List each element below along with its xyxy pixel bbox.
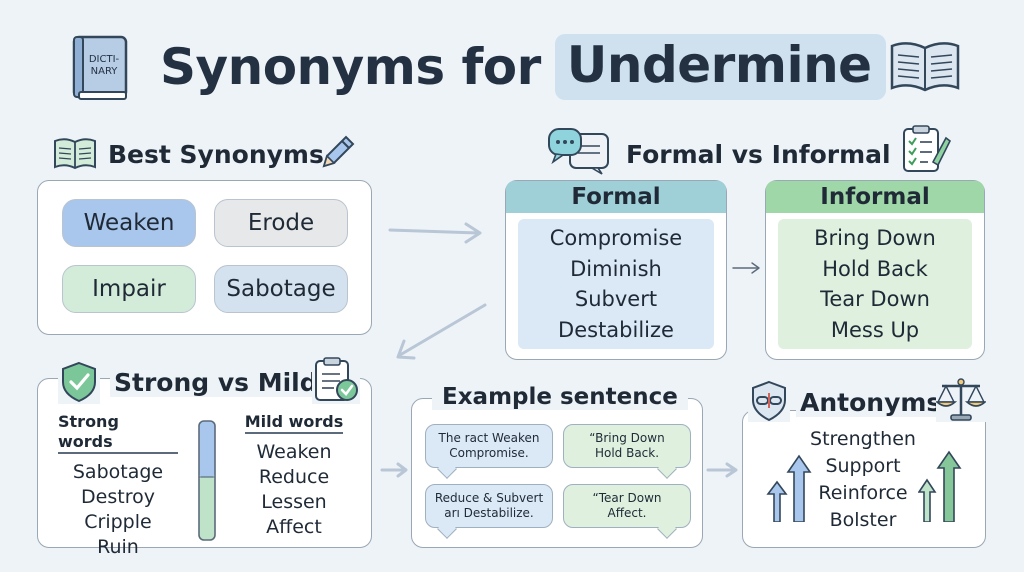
informal-word: Mess Up (830, 318, 920, 343)
best-synonyms-panel: Weaken Erode Impair Sabotage (37, 180, 372, 335)
informal-column-header: Informal (766, 181, 984, 213)
title-prefix: Synonyms for (160, 38, 541, 96)
intensity-scale-bar (197, 420, 217, 542)
informal-word: Hold Back (822, 256, 928, 281)
mild-word: Affect (266, 516, 322, 538)
mild-words-label: Mild words (244, 412, 344, 434)
informal-word: Tear Down (820, 287, 930, 312)
antonym-word: Support (825, 455, 901, 477)
pencil-icon (318, 132, 358, 172)
strong-words-label: Strong words (58, 412, 178, 454)
formal-informal-heading: Formal vs Informal (626, 140, 891, 169)
balance-scale-icon (936, 376, 986, 422)
strong-mild-heading: Strong vs Mild (110, 368, 322, 397)
chat-bubbles-icon (546, 126, 612, 176)
mild-word: Weaken (256, 441, 332, 463)
synonym-pill-weaken[interactable]: Weaken (62, 199, 196, 247)
book-icon (52, 136, 98, 172)
page-title: Synonyms for Undermine (160, 30, 886, 104)
formal-word: Compromise (549, 225, 683, 250)
clipboard-checklist-icon (900, 124, 952, 174)
strong-word: Sabotage (72, 461, 164, 483)
synonym-pill-label: Sabotage (226, 276, 336, 302)
broken-chain-shield-icon (748, 380, 790, 422)
formal-column-header: Formal (506, 181, 726, 213)
mild-word: Reduce (258, 466, 330, 488)
synonym-pill-erode[interactable]: Erode (214, 199, 348, 247)
informal-word: Bring Down (814, 225, 936, 250)
formal-word: Destabilize (558, 318, 674, 343)
up-arrows-green-icon (918, 448, 964, 522)
antonym-word: Bolster (829, 509, 897, 531)
synonym-pill-impair[interactable]: Impair (62, 265, 196, 313)
clipboard-check-icon (312, 356, 360, 404)
antonyms-heading: Antonyms (796, 388, 946, 417)
up-arrows-blue-icon (766, 452, 816, 522)
dictionary-label-1: DICTI- (89, 54, 120, 65)
formal-word-list: Compromise Diminish Subvert Destabilize (518, 219, 714, 349)
example-sentence-heading: Example sentence (432, 384, 688, 410)
mild-word: Lessen (261, 491, 327, 513)
strong-word: Cripple (84, 511, 152, 533)
synonym-pill-label: Impair (92, 276, 166, 302)
strong-words-column: Strong words Sabotage Destroy Cripple Ru… (58, 412, 178, 560)
shield-check-icon (58, 360, 100, 404)
dictionary-label-2: NARY (91, 66, 119, 77)
antonym-list: Strengthen Support Reinforce Bolster (806, 426, 920, 534)
informal-word-list: Bring Down Hold Back Tear Down Mess Up (778, 219, 972, 349)
open-book-icon (888, 38, 962, 96)
dictionary-icon: DICTI- NARY (70, 34, 132, 102)
antonym-word: Reinforce (818, 482, 908, 504)
synonym-pill-label: Erode (247, 210, 315, 236)
formal-column: Formal Compromise Diminish Subvert Desta… (505, 180, 727, 360)
formal-word: Diminish (570, 256, 662, 281)
antonym-word: Strengthen (810, 428, 916, 450)
title-highlight: Undermine (554, 34, 886, 100)
strong-word: Destroy (81, 486, 155, 508)
strong-word: Ruin (97, 536, 139, 558)
synonym-pill-label: Weaken (83, 210, 175, 236)
informal-column: Informal Bring Down Hold Back Tear Down … (765, 180, 985, 360)
mild-words-column: Mild words Weaken Reduce Lessen Affect (236, 412, 352, 540)
synonym-pill-sabotage[interactable]: Sabotage (214, 265, 348, 313)
formal-word: Subvert (574, 287, 658, 312)
best-synonyms-heading: Best Synonyms (108, 140, 324, 169)
